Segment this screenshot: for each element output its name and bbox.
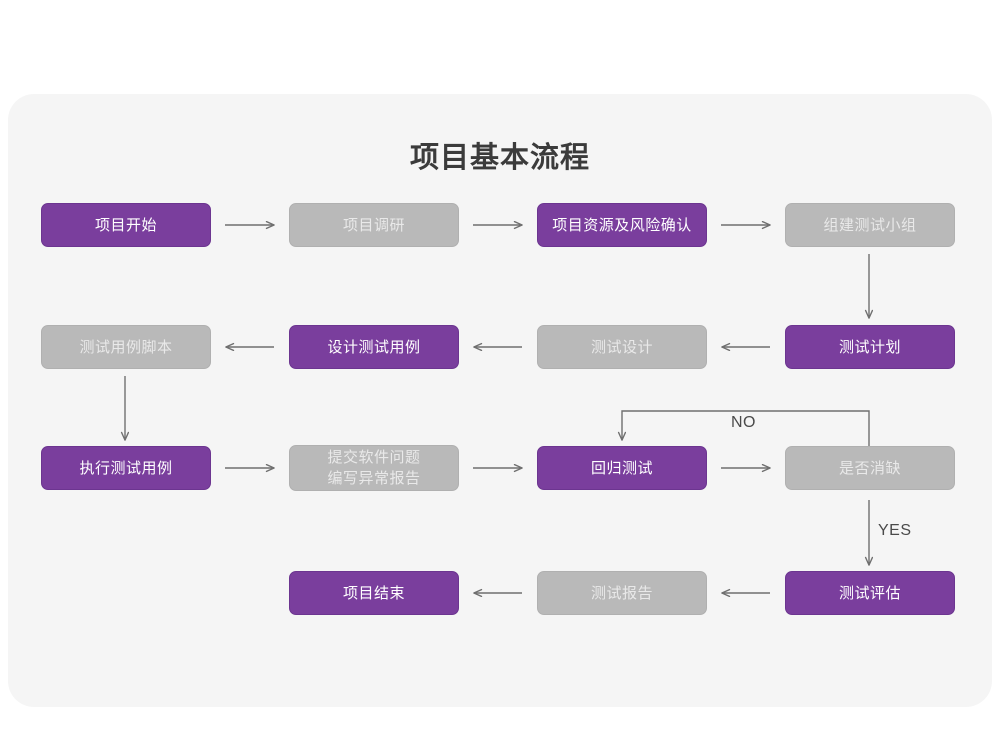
node-project-start[interactable]: 项目开始 bbox=[41, 203, 211, 247]
node-project-end[interactable]: 项目结束 bbox=[289, 571, 459, 615]
diagram-card bbox=[8, 94, 992, 707]
node-test-evaluation[interactable]: 测试评估 bbox=[785, 571, 955, 615]
node-defect-cleared-decision[interactable]: 是否消缺 bbox=[785, 446, 955, 490]
node-project-research[interactable]: 项目调研 bbox=[289, 203, 459, 247]
node-resource-risk-confirm[interactable]: 项目资源及风险确认 bbox=[537, 203, 707, 247]
page-title: 项目基本流程 bbox=[409, 142, 590, 174]
node-build-test-team[interactable]: 组建测试小组 bbox=[785, 203, 955, 247]
node-submit-issue-report[interactable]: 提交软件问题 编写异常报告 bbox=[289, 445, 459, 491]
node-test-case-script[interactable]: 测试用例脚本 bbox=[41, 325, 211, 369]
edge-label-yes: YES bbox=[878, 522, 912, 539]
node-test-report[interactable]: 测试报告 bbox=[537, 571, 707, 615]
node-design-test-case[interactable]: 设计测试用例 bbox=[289, 325, 459, 369]
node-test-design[interactable]: 测试设计 bbox=[537, 325, 707, 369]
node-regression-test[interactable]: 回归测试 bbox=[537, 446, 707, 490]
node-execute-test-case[interactable]: 执行测试用例 bbox=[41, 446, 211, 490]
node-test-plan[interactable]: 测试计划 bbox=[785, 325, 955, 369]
edge-label-no: NO bbox=[731, 414, 756, 431]
